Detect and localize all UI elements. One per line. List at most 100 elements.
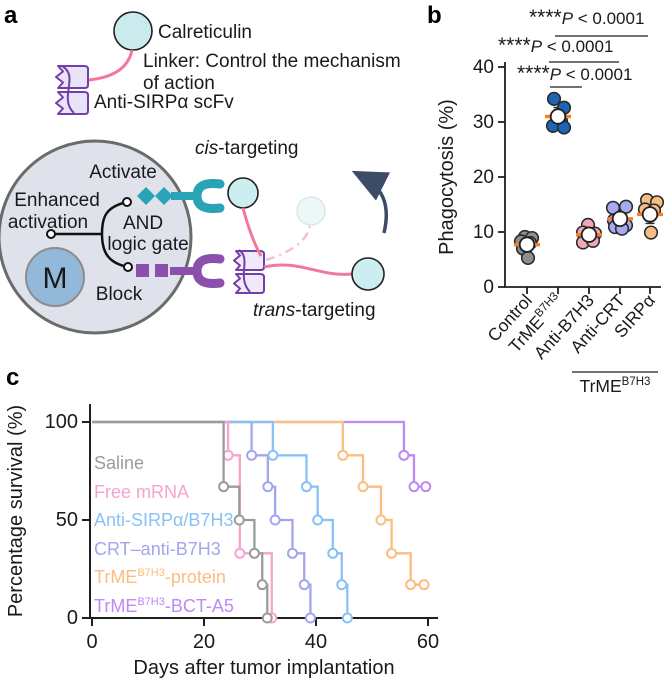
event-marker: [341, 612, 353, 624]
block-label: Block: [96, 284, 143, 305]
pc-xtick-40: 40: [305, 631, 327, 653]
event-marker: [420, 481, 432, 493]
panel-c-label: c: [6, 364, 20, 391]
pb-ytick-30: 30: [473, 112, 494, 133]
gate-node-activate: [122, 197, 132, 207]
event-marker: [375, 514, 387, 526]
sig-row-1: ****P < 0.0001: [529, 6, 644, 29]
pc-y-ticks: [82, 421, 90, 619]
event-marker: [312, 514, 324, 526]
trans-targeting-label: trans-targeting: [253, 300, 376, 321]
pc-ytick-100: 100: [45, 411, 78, 433]
pb-plot-area: [513, 91, 665, 265]
event-marker: [398, 449, 410, 461]
trans-scfv-icon: [233, 249, 265, 294]
event-marker: [218, 481, 230, 493]
mean-marker: [641, 206, 659, 223]
data-point: [520, 250, 536, 265]
legend-item-anti-sirpa-b7h3: Anti-SIRPα/B7H3: [94, 510, 234, 530]
pb-ytick-10: 10: [473, 222, 494, 243]
cis-linker-line: [241, 207, 263, 257]
event-marker: [386, 547, 398, 559]
swap-arrow-icon: [351, 170, 391, 234]
trans-ligand-ball: [351, 257, 385, 291]
panel-c-chart: 100 50 0 0 20 40 60 Percentage survival …: [5, 404, 439, 679]
survival-curve: [92, 420, 427, 586]
event-marker: [405, 579, 417, 591]
panel-a-label: a: [4, 2, 18, 29]
event-marker: [234, 547, 246, 559]
mean-marker: [549, 108, 567, 125]
pc-ytick-50: 50: [56, 509, 78, 531]
activate-label: Activate: [89, 162, 157, 183]
legend-item-free-mrna: Free mRNA: [94, 481, 190, 502]
faded-ligand-ball: [296, 196, 326, 226]
enhanced-activation-line1: Enhanced: [14, 190, 100, 211]
mean-marker: [580, 226, 598, 243]
pb-ytick-40: 40: [473, 57, 494, 78]
calreticulin-label: Calreticulin: [158, 22, 252, 43]
enhanced-activation-line2: activation: [8, 212, 88, 233]
pc-y-axis-label: Percentage survival (%): [5, 405, 27, 617]
pc-xtick-60: 60: [417, 631, 439, 653]
pb-significance: ****P < 0.0001 ****P < 0.0001 ****P < 0.…: [498, 6, 648, 88]
pb-group-bracket-label: TrMEB7H3: [580, 376, 651, 396]
event-marker: [408, 481, 420, 493]
event-marker: [267, 449, 279, 461]
linker-caption-line2: of action: [143, 73, 215, 94]
event-marker: [269, 514, 281, 526]
scfv-label: Anti-SIRPα scFv: [94, 92, 234, 113]
legend-item-saline: Saline: [94, 453, 145, 473]
event-marker: [262, 481, 274, 493]
survival-curve: [92, 420, 273, 618]
event-marker: [286, 547, 298, 559]
gate-node-block: [123, 262, 133, 272]
pb-ytick-20: 20: [473, 167, 494, 188]
mean-marker: [611, 210, 629, 228]
linker-caption-line1: Linker: Control the mechanism: [143, 51, 401, 72]
pc-xtick-20: 20: [193, 631, 215, 653]
event-marker: [246, 449, 258, 461]
mean-marker: [518, 236, 536, 253]
calreticulin-ball: [113, 11, 153, 51]
event-marker: [261, 612, 273, 624]
event-marker: [298, 579, 310, 591]
event-marker: [357, 481, 369, 493]
pb-x-ticks: [526, 287, 651, 294]
event-marker: [304, 612, 316, 624]
pc-x-axis-label: Days after tumor implantation: [133, 657, 394, 679]
macrophage-letter: M: [43, 262, 68, 295]
and-gate-line2: logic gate: [107, 234, 188, 255]
gate-node-output: [46, 229, 56, 239]
blocking-receptor: [136, 254, 225, 288]
data-point: [618, 199, 634, 214]
linker-line: [88, 49, 134, 82]
pb-y-axis-label: Phagocytosis (%): [436, 99, 458, 255]
cis-targeting-label: cis-targeting: [195, 138, 299, 159]
pc-xtick-0: 0: [86, 631, 97, 653]
event-marker: [248, 547, 260, 559]
panel-b-label: b: [427, 2, 442, 29]
data-point: [546, 91, 562, 106]
pb-x-labels: Control TrMEB7H3 Anti-B7H3 Anti-CRT SIRP…: [483, 290, 659, 363]
panel-a-diagram: Calreticulin Linker: Control the mechani…: [0, 11, 401, 335]
macrophage-nucleus: [25, 247, 85, 307]
pc-ytick-0: 0: [67, 607, 78, 629]
event-marker: [256, 579, 268, 591]
anti-sirpa-scfv-icon: [55, 65, 89, 115]
cis-ligand-ball: [227, 177, 259, 209]
pb-y-ticks: [498, 66, 505, 288]
event-marker: [233, 514, 245, 526]
sig-row-3: ****P < 0.0001: [517, 62, 632, 85]
and-gate-line1: AND: [123, 213, 163, 234]
event-marker: [337, 449, 349, 461]
legend-item-trme-bct-a5: TrMEB7H3-BCT-A5: [94, 595, 234, 616]
event-marker: [336, 579, 348, 591]
pb-ytick-0: 0: [483, 277, 494, 298]
event-marker: [327, 547, 339, 559]
pc-plot-area: [92, 420, 432, 624]
activating-receptor: [137, 179, 225, 213]
legend-item-crt-anti-b7h3: CRT–anti-B7H3: [94, 538, 221, 559]
alternative-linker-dashed: [265, 224, 312, 262]
